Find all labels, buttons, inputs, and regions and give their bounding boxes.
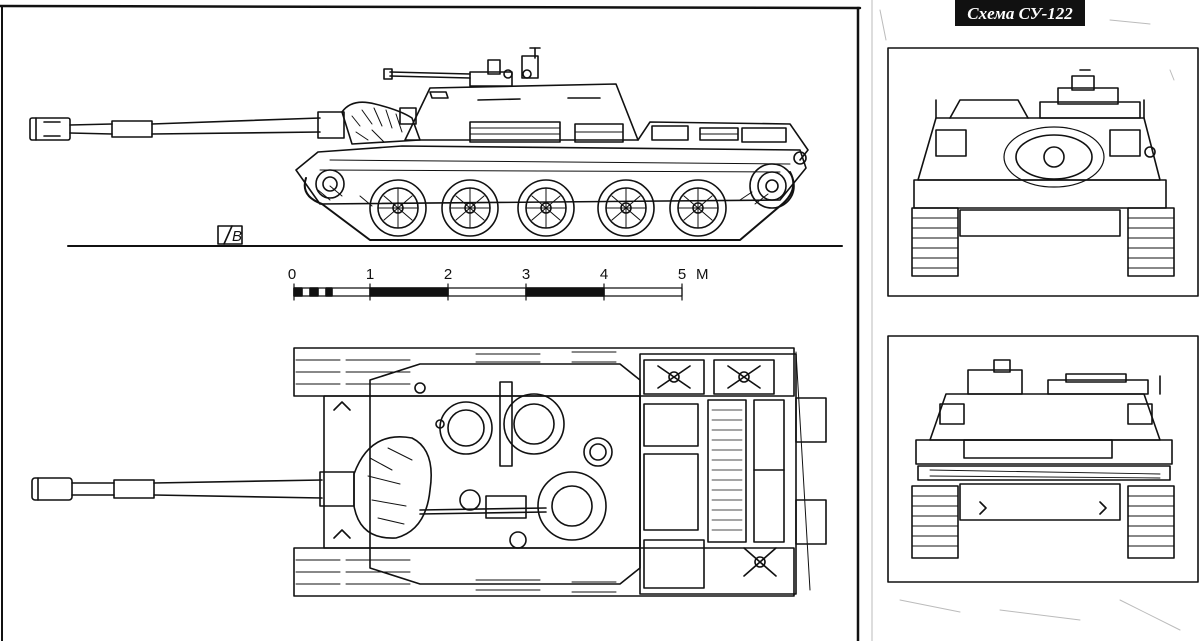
idler-wheel (315, 169, 345, 199)
scale-label-4: 4 (600, 266, 608, 283)
title-banner: Схема СУ-122 (955, 0, 1085, 26)
drive-sprocket (749, 163, 795, 209)
designer-mark: В (232, 228, 242, 245)
road-wheels (369, 179, 727, 237)
scale-bar: 0 1 2 3 4 5 М (288, 266, 709, 301)
scale-label-1: 1 (366, 266, 374, 283)
mantlet-cover-top (353, 436, 432, 539)
scale-unit: М (696, 266, 709, 283)
designer-mark-box (217, 225, 243, 245)
title-text: Схема СУ-122 (967, 4, 1073, 23)
casemate-top (369, 363, 641, 585)
paper-marks (879, 9, 1181, 631)
scale-label-2: 2 (444, 266, 452, 283)
side-view: В (29, 47, 843, 247)
mantlet-cover (341, 101, 421, 145)
rear-view (887, 335, 1199, 583)
engine-deck (639, 353, 797, 595)
gun-barrel (29, 111, 345, 141)
scale-label-0: 0 (288, 266, 296, 283)
hatch-loader (503, 393, 565, 455)
front-view (887, 47, 1199, 297)
scale-label-5: 5 (678, 266, 686, 283)
hatch-driver (537, 471, 607, 541)
scale-label-3: 3 (522, 266, 530, 283)
top-view (31, 347, 827, 597)
page-frame (0, 0, 873, 641)
